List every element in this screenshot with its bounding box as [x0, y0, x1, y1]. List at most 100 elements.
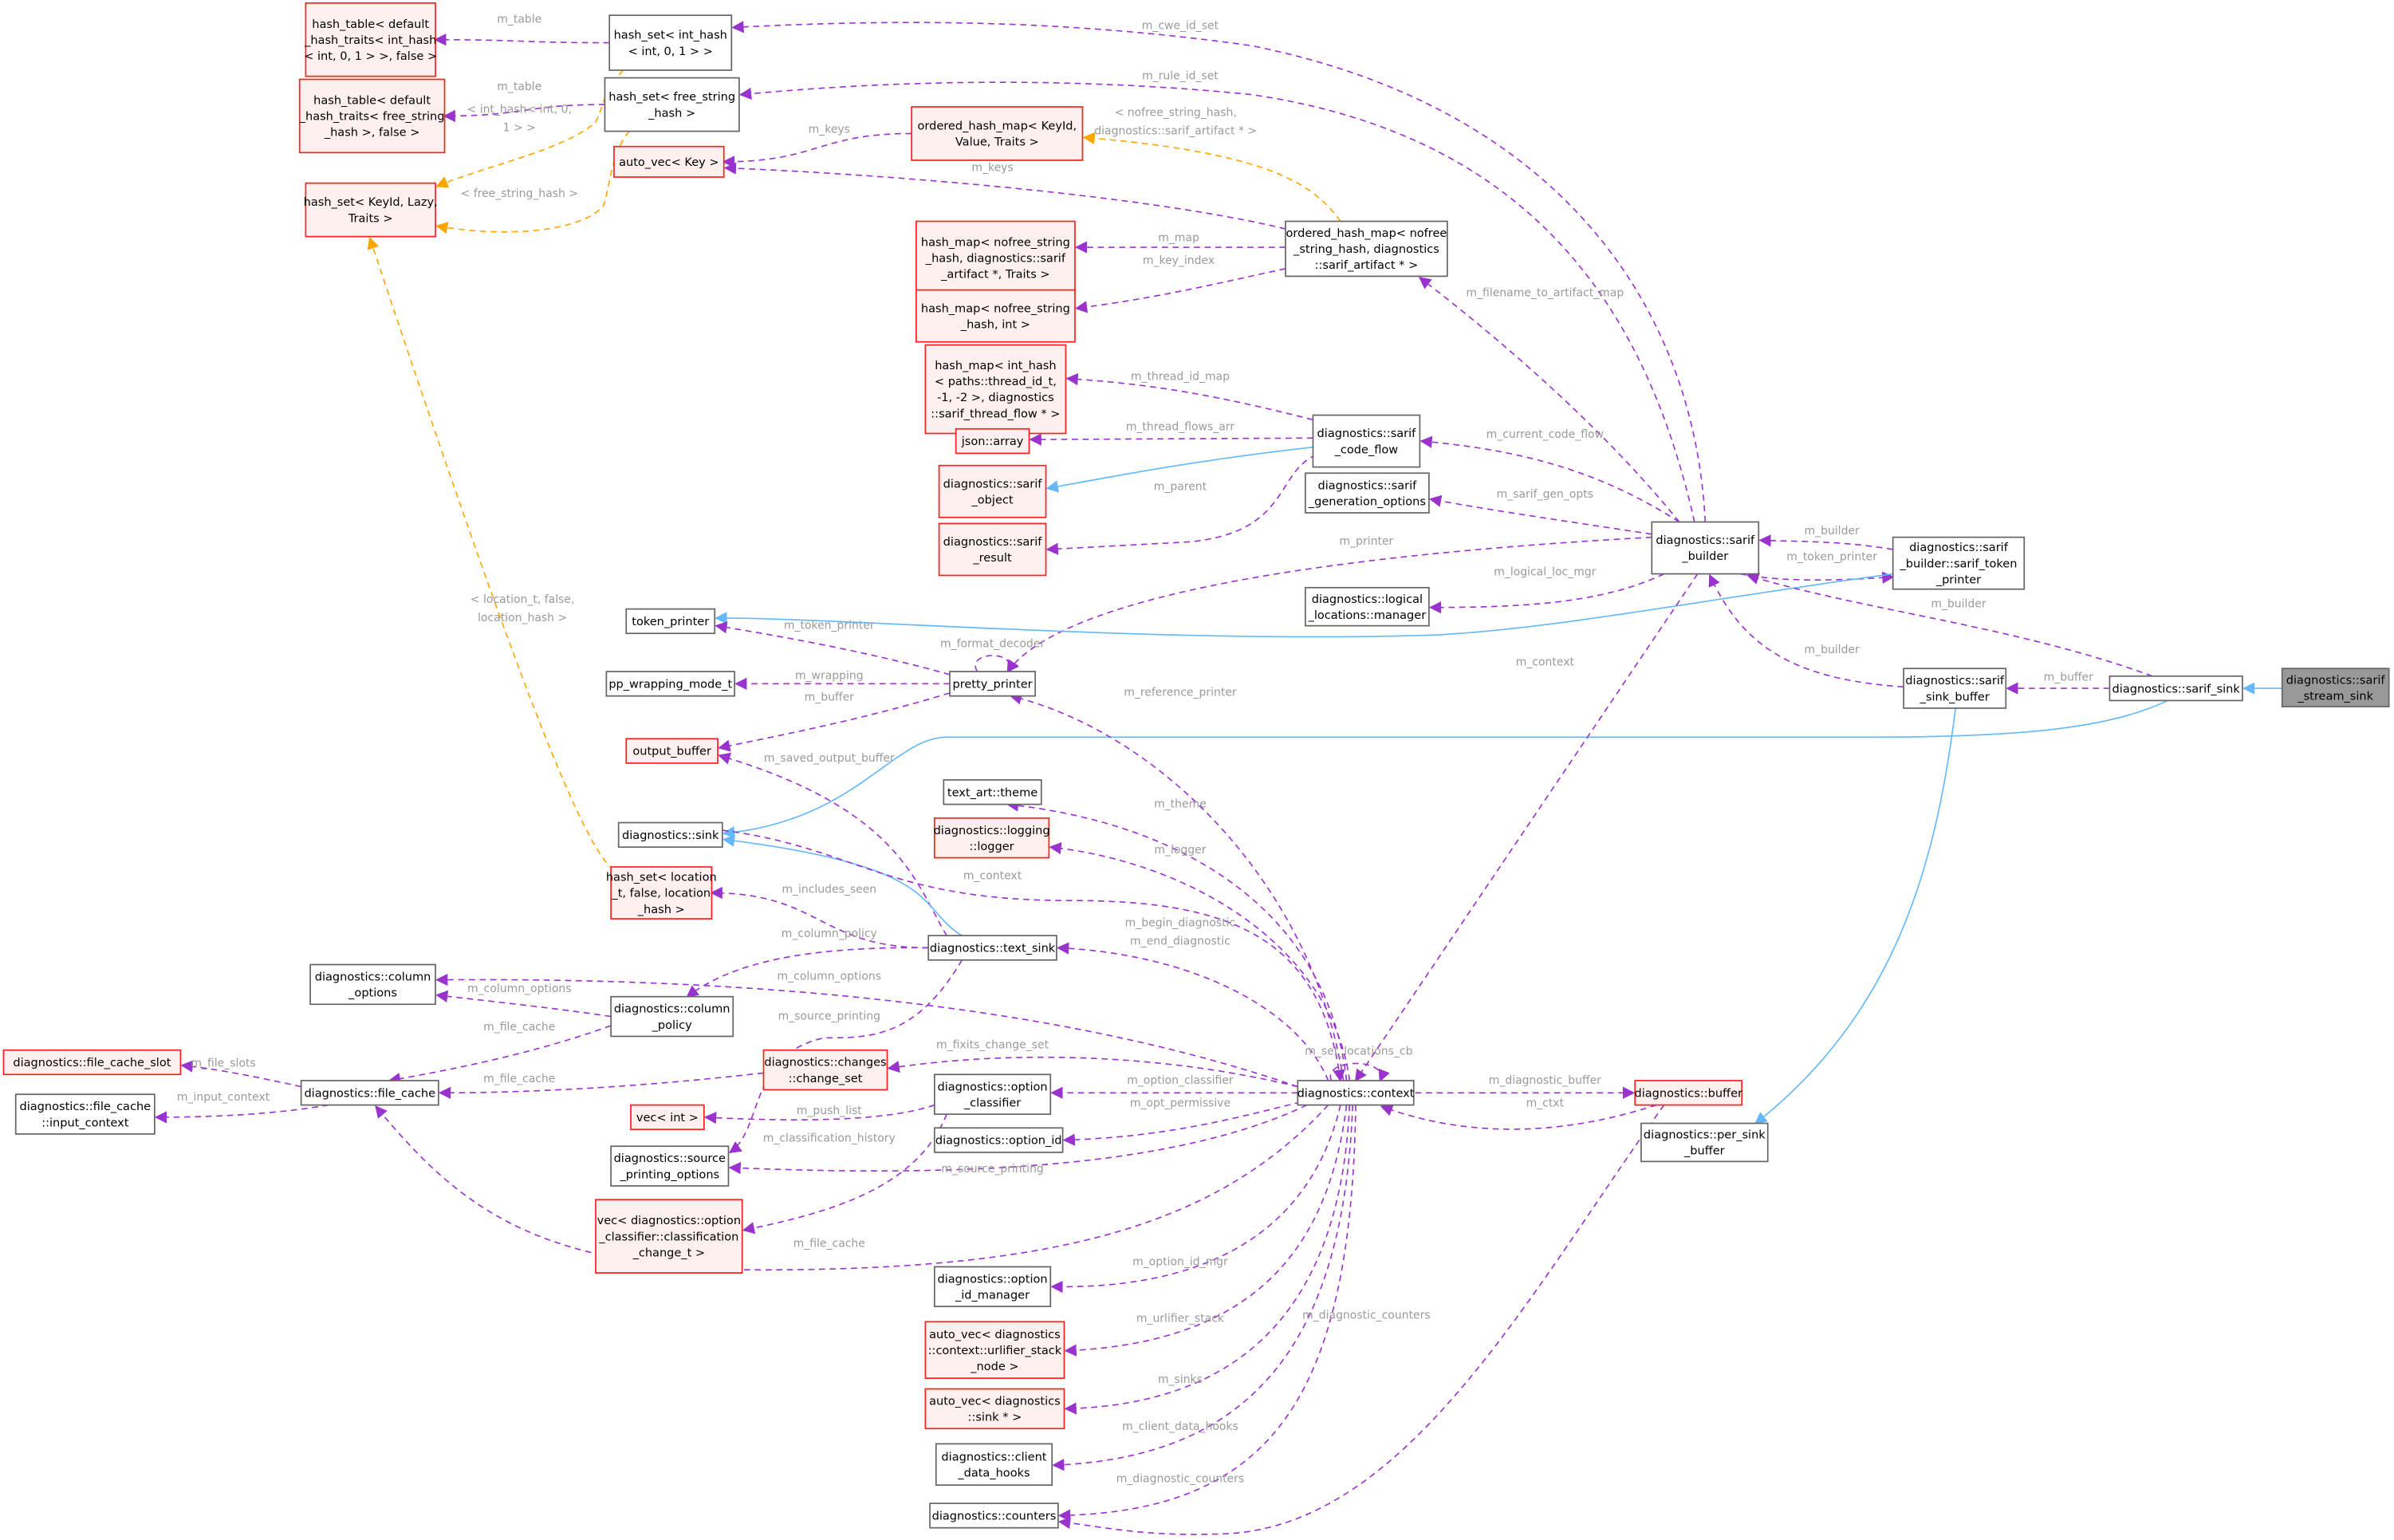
- node-hash-set-fs[interactable]: hash_set< free_string_hash >: [604, 77, 740, 132]
- edge-ordered-nofree-to-auto-vec-key: m_keys: [723, 161, 1286, 230]
- edge-buffer-to-context: m_ctxt: [1380, 1097, 1657, 1130]
- node-ordered-keyid[interactable]: ordered_hash_map< KeyId,Value, Traits >: [911, 106, 1084, 161]
- node-label: diagnostics::sarif: [1656, 534, 1755, 547]
- node-box: [610, 995, 734, 1038]
- member-arrow: [435, 990, 612, 1018]
- node-hash-map-int-hash[interactable]: hash_map< int_hash< paths::thread_id_t,-…: [924, 344, 1067, 435]
- node-ordered-nofree[interactable]: ordered_hash_map< nofree_string_hash, di…: [1285, 220, 1448, 278]
- edge-label: m_option_classifier: [1127, 1074, 1234, 1087]
- node-box: [305, 2, 436, 77]
- member-arrow: [1746, 573, 2153, 677]
- member-arrow: [1354, 573, 1699, 1082]
- node-box: [1305, 472, 1430, 514]
- node-hash-table-int[interactable]: hash_table< default _hash_traits< int_has…: [304, 2, 437, 77]
- node-hash-set-location[interactable]: hash_set< location_t, false, location_ha…: [606, 866, 717, 920]
- node-box: [1634, 1080, 1743, 1106]
- node-hash-map-nofree-sarif[interactable]: hash_map< nofree_string_hash, diagnostic…: [915, 220, 1076, 296]
- node-input-context[interactable]: diagnostics::file_cache::input_context: [14, 1093, 156, 1135]
- node-label: output_buffer: [632, 746, 711, 758]
- edge-hash-set-location-to-hash-set-keyid: < location_t, false, location_hash >: [367, 236, 615, 871]
- node-text-sink[interactable]: diagnostics::text_sink: [927, 935, 1057, 961]
- node-pp-wrapping[interactable]: pp_wrapping_mode_t: [605, 671, 735, 697]
- node-label: _t, false, location: [611, 888, 711, 900]
- node-vec-int[interactable]: vec< int >: [630, 1104, 705, 1131]
- edge-sarif-builder-to-sarif-code-flow: m_current_code_flow: [1419, 428, 1680, 523]
- node-text-art-theme[interactable]: text_art::theme: [943, 779, 1042, 805]
- edge-context-to-text-art-theme: m_theme: [1006, 798, 1348, 1081]
- node-auto-vec-key[interactable]: auto_vec< Key >: [613, 145, 725, 178]
- node-context[interactable]: diagnostics::context: [1297, 1080, 1415, 1106]
- edge-option-classifier-to-vec-int: m_push_list: [703, 1104, 935, 1124]
- node-sarif-token-printer[interactable]: diagnostics::sarif_builder::sarif_token_…: [1892, 536, 2026, 590]
- edge-file-cache-to-input-context: m_input_context: [154, 1091, 329, 1124]
- node-hash-map-nofree-int[interactable]: hash_map< nofree_string_hash, int >: [915, 289, 1076, 343]
- node-label: Traits >: [348, 212, 393, 225]
- node-json-array[interactable]: json::array: [955, 427, 1030, 455]
- node-change-set[interactable]: diagnostics::changes::change_set: [762, 1049, 888, 1091]
- edge-label: location_hash >: [478, 612, 567, 624]
- edge-label: m_reference_printer: [1124, 687, 1237, 699]
- node-counters[interactable]: diagnostics::counters: [929, 1503, 1059, 1529]
- node-sarif-gen-opts[interactable]: diagnostics::sarif_generation_options: [1305, 472, 1430, 514]
- node-client-data-hooks[interactable]: diagnostics::client_data_hooks: [935, 1443, 1053, 1486]
- node-label: _hash_traits< int_hash: [304, 34, 436, 47]
- node-logical-locations[interactable]: diagnostics::logical_locations::manager: [1305, 586, 1430, 627]
- node-urlifier-stack[interactable]: auto_vec< diagnostics::context::urlifier…: [924, 1321, 1065, 1380]
- node-column-policy[interactable]: diagnostics::column_policy: [610, 995, 734, 1038]
- inheritance-arrow: [722, 834, 963, 936]
- edge-label: < free_string_hash >: [461, 187, 578, 200]
- member-arrow: [180, 1060, 301, 1088]
- edge-column-policy-to-column-options: m_column_options: [435, 983, 612, 1018]
- node-source-printing-options[interactable]: diagnostics::source_printing_options: [610, 1145, 730, 1187]
- node-label: _node >: [970, 1361, 1018, 1373]
- node-label: hash_table< default: [312, 18, 429, 31]
- edge-context-to-option-classifier: m_option_classifier: [1050, 1074, 1298, 1099]
- node-sarif-result[interactable]: diagnostics::sarif_result: [938, 522, 1047, 577]
- node-auto-vec-sink[interactable]: auto_vec< diagnostics::sink * >: [924, 1388, 1065, 1430]
- member-arrow: [718, 692, 951, 752]
- node-pretty-printer[interactable]: pretty_printer: [949, 671, 1037, 697]
- edge-sarif-sink-to-sarif-builder: m_builder: [1746, 573, 2153, 677]
- edge-label: m_column_options: [778, 971, 881, 983]
- node-hash-table-fs[interactable]: hash_table< default_hash_traits< free_st…: [299, 78, 446, 154]
- node-logging-logger[interactable]: diagnostics::logging::logger: [934, 817, 1050, 859]
- member-arrow: [435, 973, 1298, 1088]
- edge-label: m_parent: [1154, 480, 1207, 493]
- node-box: [938, 522, 1047, 577]
- node-vec-classification[interactable]: vec< diagnostics::option_classifier::cla…: [595, 1199, 743, 1274]
- edge-sarif-code-flow-to-sarif-object: [1045, 446, 1313, 493]
- node-sarif-sink-buffer[interactable]: diagnostics::sarif_sink_buffer: [1903, 668, 2007, 709]
- node-sarif-code-flow[interactable]: diagnostics::sarif_code_flow: [1312, 414, 1421, 468]
- node-box: [762, 1049, 888, 1091]
- member-arrow: [1049, 841, 1351, 1081]
- edge-label: < location_t, false,: [471, 593, 575, 606]
- node-token-printer[interactable]: token_printer: [625, 608, 716, 635]
- node-buffer[interactable]: diagnostics::buffer: [1634, 1080, 1743, 1106]
- node-column-options[interactable]: diagnostics::column_options: [309, 963, 436, 1006]
- edge-context-to-client-data-hooks: m_client_data_hooks: [1052, 1105, 1354, 1471]
- node-label: _change_t >: [632, 1247, 706, 1259]
- node-file-cache-slot[interactable]: diagnostics::file_cache_slot: [2, 1049, 182, 1076]
- node-box: [604, 77, 740, 132]
- node-label: _hash, diagnostics::sarif: [925, 253, 1066, 266]
- node-sarif-stream-sink[interactable]: diagnostics::sarif_stream_sink: [2281, 668, 2390, 707]
- node-file-cache[interactable]: diagnostics::file_cache: [300, 1080, 439, 1106]
- edge-label: m_opt_permissive: [1130, 1097, 1230, 1109]
- edge-label: m_column_policy: [782, 928, 877, 940]
- node-option-id[interactable]: diagnostics::option_id: [933, 1127, 1064, 1153]
- node-hash-set-keyid[interactable]: hash_set< KeyId, Lazy,Traits >: [304, 182, 438, 238]
- node-sarif-object[interactable]: diagnostics::sarif_object: [938, 464, 1047, 518]
- node-hash-set-int[interactable]: hash_set< int_hash< int, 0, 1 > >: [608, 14, 733, 71]
- node-output-buffer[interactable]: output_buffer: [625, 738, 719, 764]
- edge-hash-set-int-to-hash-table-int: m_table: [434, 14, 610, 46]
- edge-sarif-sink-to-sarif-sink-buffer: m_buffer: [2006, 672, 2110, 695]
- node-option-id-manager[interactable]: diagnostics::option_id_manager: [933, 1266, 1052, 1308]
- node-diagnostics-sink[interactable]: diagnostics::sink: [617, 821, 723, 849]
- node-sarif-sink[interactable]: diagnostics::sarif_sink: [2109, 675, 2243, 702]
- node-label: _printing_options: [619, 1168, 719, 1181]
- node-sarif-builder[interactable]: diagnostics::sarif_builder: [1651, 521, 1760, 575]
- node-option-classifier[interactable]: diagnostics::option_classifier: [933, 1073, 1052, 1115]
- edge-label: m_option_id_mgr: [1132, 1256, 1228, 1269]
- node-box: [938, 464, 1047, 518]
- node-per-sink-buffer[interactable]: diagnostics::per_sink_buffer: [1640, 1122, 1769, 1163]
